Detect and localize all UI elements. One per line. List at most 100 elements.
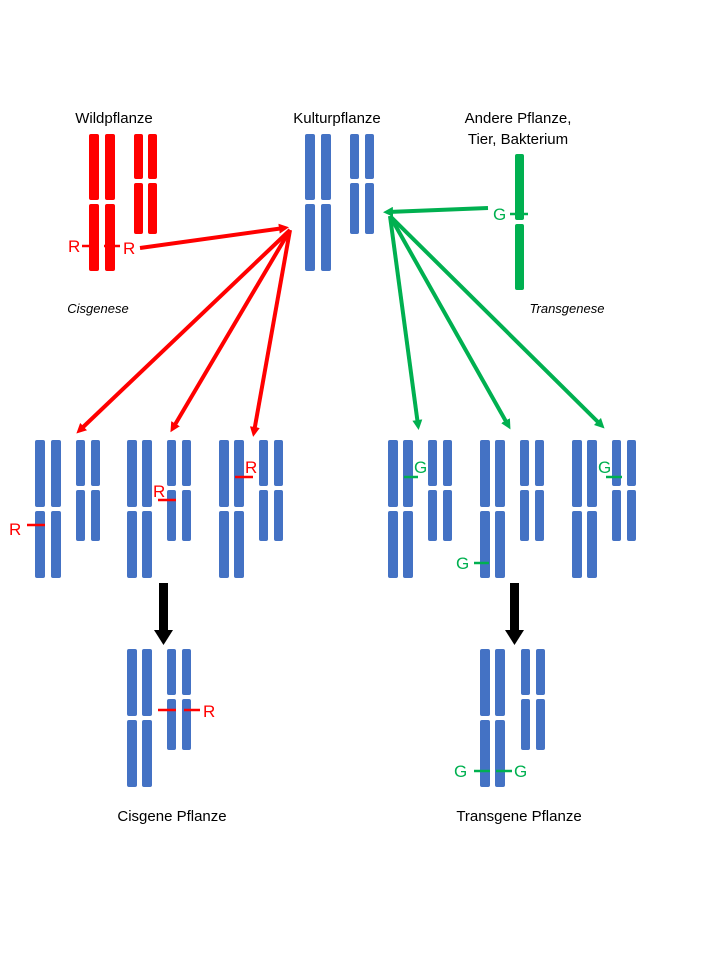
r-gene-label: R [68, 237, 80, 256]
chromosome-arm [627, 440, 636, 486]
chromosome-arm [142, 649, 152, 716]
g-gene-label: G [514, 762, 527, 781]
trans-offspring-arrows [388, 214, 605, 430]
chromosome-arm [520, 440, 529, 486]
cis-offspring-2 [127, 440, 191, 578]
chromosome-arm [321, 134, 331, 200]
chromosome-arm [480, 649, 490, 716]
chromosome-arm [305, 134, 315, 200]
crop-plant-chromosomes [305, 134, 374, 271]
chromosome-arm [51, 440, 61, 507]
chromosome-arm [76, 440, 85, 486]
chromosome-arm [365, 134, 374, 179]
arrow-head [154, 630, 173, 645]
chromosome-arm [495, 649, 505, 716]
transgenese-label: Transgenese [530, 301, 605, 316]
chromosome-arm [127, 649, 137, 716]
chromosome-arm [515, 224, 524, 290]
r-gene-label: R [153, 482, 165, 501]
chromosome-arm [89, 204, 99, 271]
cis-transfer-arrow [139, 223, 289, 250]
transgenic-plant-chromosomes [480, 649, 545, 787]
chromosome-arm [495, 511, 505, 578]
chromosome-arm [365, 183, 374, 234]
offspring-arrow [76, 228, 292, 434]
chromosome-arm [443, 490, 452, 541]
chromosome-arm [105, 134, 115, 200]
trans-transfer-arrow [383, 206, 489, 217]
chromosome-arm [572, 511, 582, 578]
arrow-shaft [159, 583, 168, 631]
arrow-shaft [510, 583, 519, 631]
chromosome-arm [515, 154, 524, 220]
chromosome-arm [428, 440, 437, 486]
cis-offspring-3 [219, 440, 283, 578]
offspring-arrow [388, 214, 605, 429]
chromosome-arm [572, 440, 582, 507]
cis-offspring-1 [35, 440, 100, 578]
trans-offspring-3 [572, 440, 636, 578]
offspring-arrow [249, 229, 292, 437]
offspring-arrow [388, 215, 511, 430]
chromosome-arm [495, 440, 505, 507]
chromosome-arm [182, 490, 191, 541]
chromosome-arm [167, 440, 176, 486]
chromosome-arm [520, 490, 529, 541]
chromosome-arm [587, 511, 597, 578]
chromosome-arm [612, 490, 621, 541]
chromosome-arm [259, 490, 268, 541]
wild-plant-chromosomes [89, 134, 157, 271]
chromosome-arm [89, 134, 99, 200]
chromosome-arm [167, 490, 176, 541]
chromosome-arm [148, 134, 157, 179]
chromosome-arm [274, 440, 283, 486]
chromosome-arm [480, 511, 490, 578]
chromosome-arm [167, 699, 176, 750]
chromosome-arm [219, 440, 229, 507]
chromosome-arm [142, 720, 152, 787]
other-organism-title-line2: Tier, Bakterium [468, 131, 568, 148]
trans-offspring-1 [388, 440, 452, 578]
cis-offspring-arrows [76, 228, 292, 437]
other-organism-title-line1: Andere Pflanze, [465, 110, 572, 127]
chromosome-arm [127, 720, 137, 787]
chromosome-arm [536, 699, 545, 750]
chromosome-arm [388, 440, 398, 507]
chromosome-arm [182, 699, 191, 750]
chromosome-arm [321, 204, 331, 271]
chromosome-arm [35, 511, 45, 578]
chromosome-arm [274, 490, 283, 541]
chromosome-arm [587, 440, 597, 507]
g-gene-label: G [493, 205, 506, 224]
chromosome-arm [219, 511, 229, 578]
chromosome-arm [148, 183, 157, 234]
chromosome-arm [521, 699, 530, 750]
r-gene-label: R [123, 239, 135, 258]
chromosome-arm [627, 490, 636, 541]
chromosome-arm [536, 649, 545, 695]
transgenic-plant-title: Transgene Pflanze [456, 808, 581, 825]
chromosome-arm [127, 440, 137, 507]
chromosome-arm [350, 134, 359, 179]
chromosome-arm [127, 511, 137, 578]
crop-plant-title: Kulturpflanze [293, 110, 381, 127]
chromosome-arm [521, 649, 530, 695]
wild-plant-title: Wildpflanze [75, 110, 153, 127]
chromosome-arm [167, 649, 176, 695]
chromosome-arm [234, 511, 244, 578]
chromosome-arm [142, 511, 152, 578]
g-gene-label: G [454, 762, 467, 781]
chromosome-arm [91, 440, 100, 486]
chromosome-arm [182, 440, 191, 486]
chromosome-arm [535, 440, 544, 486]
chromosome-arm [480, 440, 490, 507]
chromosome-arm [134, 134, 143, 179]
chromosome-arm [234, 440, 244, 507]
chromosome-arm [443, 440, 452, 486]
chromosome-arm [388, 511, 398, 578]
chromosome-arm [76, 490, 85, 541]
chromosome-arm [305, 204, 315, 271]
g-gene-label: G [598, 458, 611, 477]
chromosome-arm [495, 720, 505, 787]
